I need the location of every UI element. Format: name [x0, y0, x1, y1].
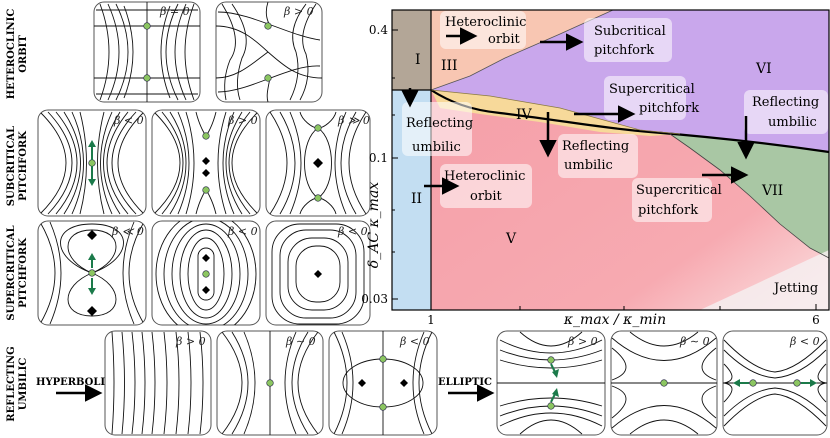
annotation-supercritical-pitchfork-mid: Supercritical pitchfork	[574, 76, 699, 123]
annotation-reflecting-umbilic-left: Reflecting umbilic	[401, 88, 473, 156]
side-label-line1: REFLECTING	[6, 346, 17, 421]
hyperbolic-label: HYPERBOLIC	[36, 377, 113, 388]
region-VII-area	[670, 134, 829, 258]
annotation-supercritical-pitchfork-right: Supercritical pitchfork	[632, 166, 749, 222]
panel-supercritical-2: β < 0	[151, 220, 261, 326]
region-label-I: I	[415, 52, 421, 68]
beta-label: β > 0	[283, 5, 314, 18]
label-subcritical-pitchfork: SUBCRITICAL PITCHFORK	[6, 126, 29, 206]
annotation-reflecting-umbilic-right: Reflecting umbilic	[737, 90, 828, 160]
beta-label: β ≫ 0	[337, 114, 370, 127]
annotation-line: Reflecting	[406, 116, 473, 131]
region-label-III: III	[441, 58, 458, 74]
annotation-heteroclinic-orbit-top: Heteroclinic orbit	[440, 11, 526, 49]
region-IV-area	[431, 90, 680, 136]
panel-subcritical-3: β ≫ 0	[265, 109, 371, 217]
region-label-VI: VI	[755, 61, 772, 77]
annotation-subcritical-pitchfork: Subcritical pitchfork	[540, 18, 672, 62]
region-label-VII: VII	[761, 183, 783, 199]
annotation-line: Supercritical	[609, 82, 695, 97]
beta-label: β > 0	[175, 335, 206, 348]
beta-label: β < 0	[399, 335, 430, 348]
annotation-line: Supercritical	[636, 183, 722, 198]
panel-supercritical-1: β ≪ 0	[37, 220, 147, 326]
region-label-II: II	[411, 191, 422, 207]
beta-label: β ∼ 0	[679, 335, 710, 348]
annotation-line: pitchfork	[639, 101, 699, 116]
annotation-line: pitchfork	[594, 43, 654, 58]
side-label-line2: PITCHFORK	[18, 238, 29, 308]
y-tick-label: 0.03	[361, 292, 388, 306]
region-label-V: V	[505, 231, 517, 247]
annotation-line: Reflecting	[562, 139, 629, 154]
label-reflecting-umbilic: REFLECTING UMBILIC	[6, 346, 29, 421]
annotation-line: umbilic	[412, 140, 461, 155]
y-tick-label: 0.4	[369, 23, 388, 37]
y-axis-label: δ_AC κ_max	[366, 182, 382, 269]
x-tick-label: 6	[812, 313, 820, 327]
side-label-line2: PITCHFORK	[18, 131, 29, 201]
jetting-label: Jetting	[772, 281, 818, 296]
beta-label: β > 0	[227, 114, 258, 127]
beta-label: β < 0	[337, 225, 368, 238]
x-tick-label: 1	[427, 313, 435, 327]
beta-label: β > 0	[567, 335, 598, 348]
panel-elliptic-2: β ∼ 0	[610, 330, 718, 436]
beta-label: β < 0	[789, 335, 820, 348]
label-supercritical-pitchfork: SUPERCRITICAL PITCHFORK	[6, 225, 29, 320]
beta-label: β ≪ 0	[111, 225, 144, 238]
annotation-line: umbilic	[564, 158, 613, 173]
annotation-reflecting-umbilic-center: Reflecting umbilic	[539, 112, 638, 178]
beta-label: β = 0	[159, 5, 190, 18]
annotation-line: orbit	[488, 32, 521, 47]
panel-heteroclinic-beta-positive: β > 0	[215, 1, 323, 103]
panel-elliptic-1: β > 0	[496, 330, 606, 436]
annotation-line: Reflecting	[752, 95, 819, 110]
panel-subcritical-2: β > 0	[151, 109, 261, 217]
panel-hyperbolic-1: β > 0	[104, 330, 212, 436]
region-label-IV: IV	[516, 107, 533, 123]
regime-map: 0.4 0.1 0.03 1 6 δ_AC κ_max κ_max / κ_mi…	[361, 9, 830, 328]
side-label-line1: SUPERCRITICAL	[6, 225, 17, 320]
annotation-line: Heteroclinic	[444, 169, 525, 184]
panel-supercritical-3: β < 0	[265, 220, 371, 326]
side-label-line2: ORBIT	[18, 35, 29, 73]
annotation-heteroclinic-orbit-bottom: Heteroclinic orbit	[424, 164, 532, 208]
panel-elliptic-3: β < 0	[722, 330, 828, 436]
side-label-line2: UMBILIC	[18, 358, 29, 411]
annotation-line: Heteroclinic	[445, 15, 526, 30]
map-frame	[391, 9, 830, 311]
elliptic-label: ELLIPTIC	[438, 377, 492, 388]
side-label-line1: SUBCRITICAL	[6, 126, 17, 206]
panel-heteroclinic-beta-zero: β = 0	[93, 1, 201, 103]
label-heteroclinic-orbit: HETEROCLINIC ORBIT	[6, 9, 29, 100]
beta-label: β < 0	[113, 114, 144, 127]
beta-label: β < 0	[227, 225, 258, 238]
panel-hyperbolic-2: β ∼ 0	[216, 330, 324, 436]
annotation-line: pitchfork	[638, 203, 698, 218]
panel-subcritical-1: β < 0	[37, 109, 147, 217]
y-tick-label: 0.1	[369, 151, 388, 165]
region-I-area	[392, 10, 431, 90]
side-label-line1: HETEROCLINIC	[6, 9, 17, 100]
beta-label: β ∼ 0	[285, 335, 316, 348]
annotation-line: Subcritical	[594, 24, 666, 39]
x-axis-label: κ_max / κ_min	[563, 312, 666, 328]
panel-hyperbolic-3: β < 0	[328, 330, 438, 436]
annotation-line: umbilic	[768, 115, 817, 130]
annotation-line: orbit	[470, 189, 503, 204]
